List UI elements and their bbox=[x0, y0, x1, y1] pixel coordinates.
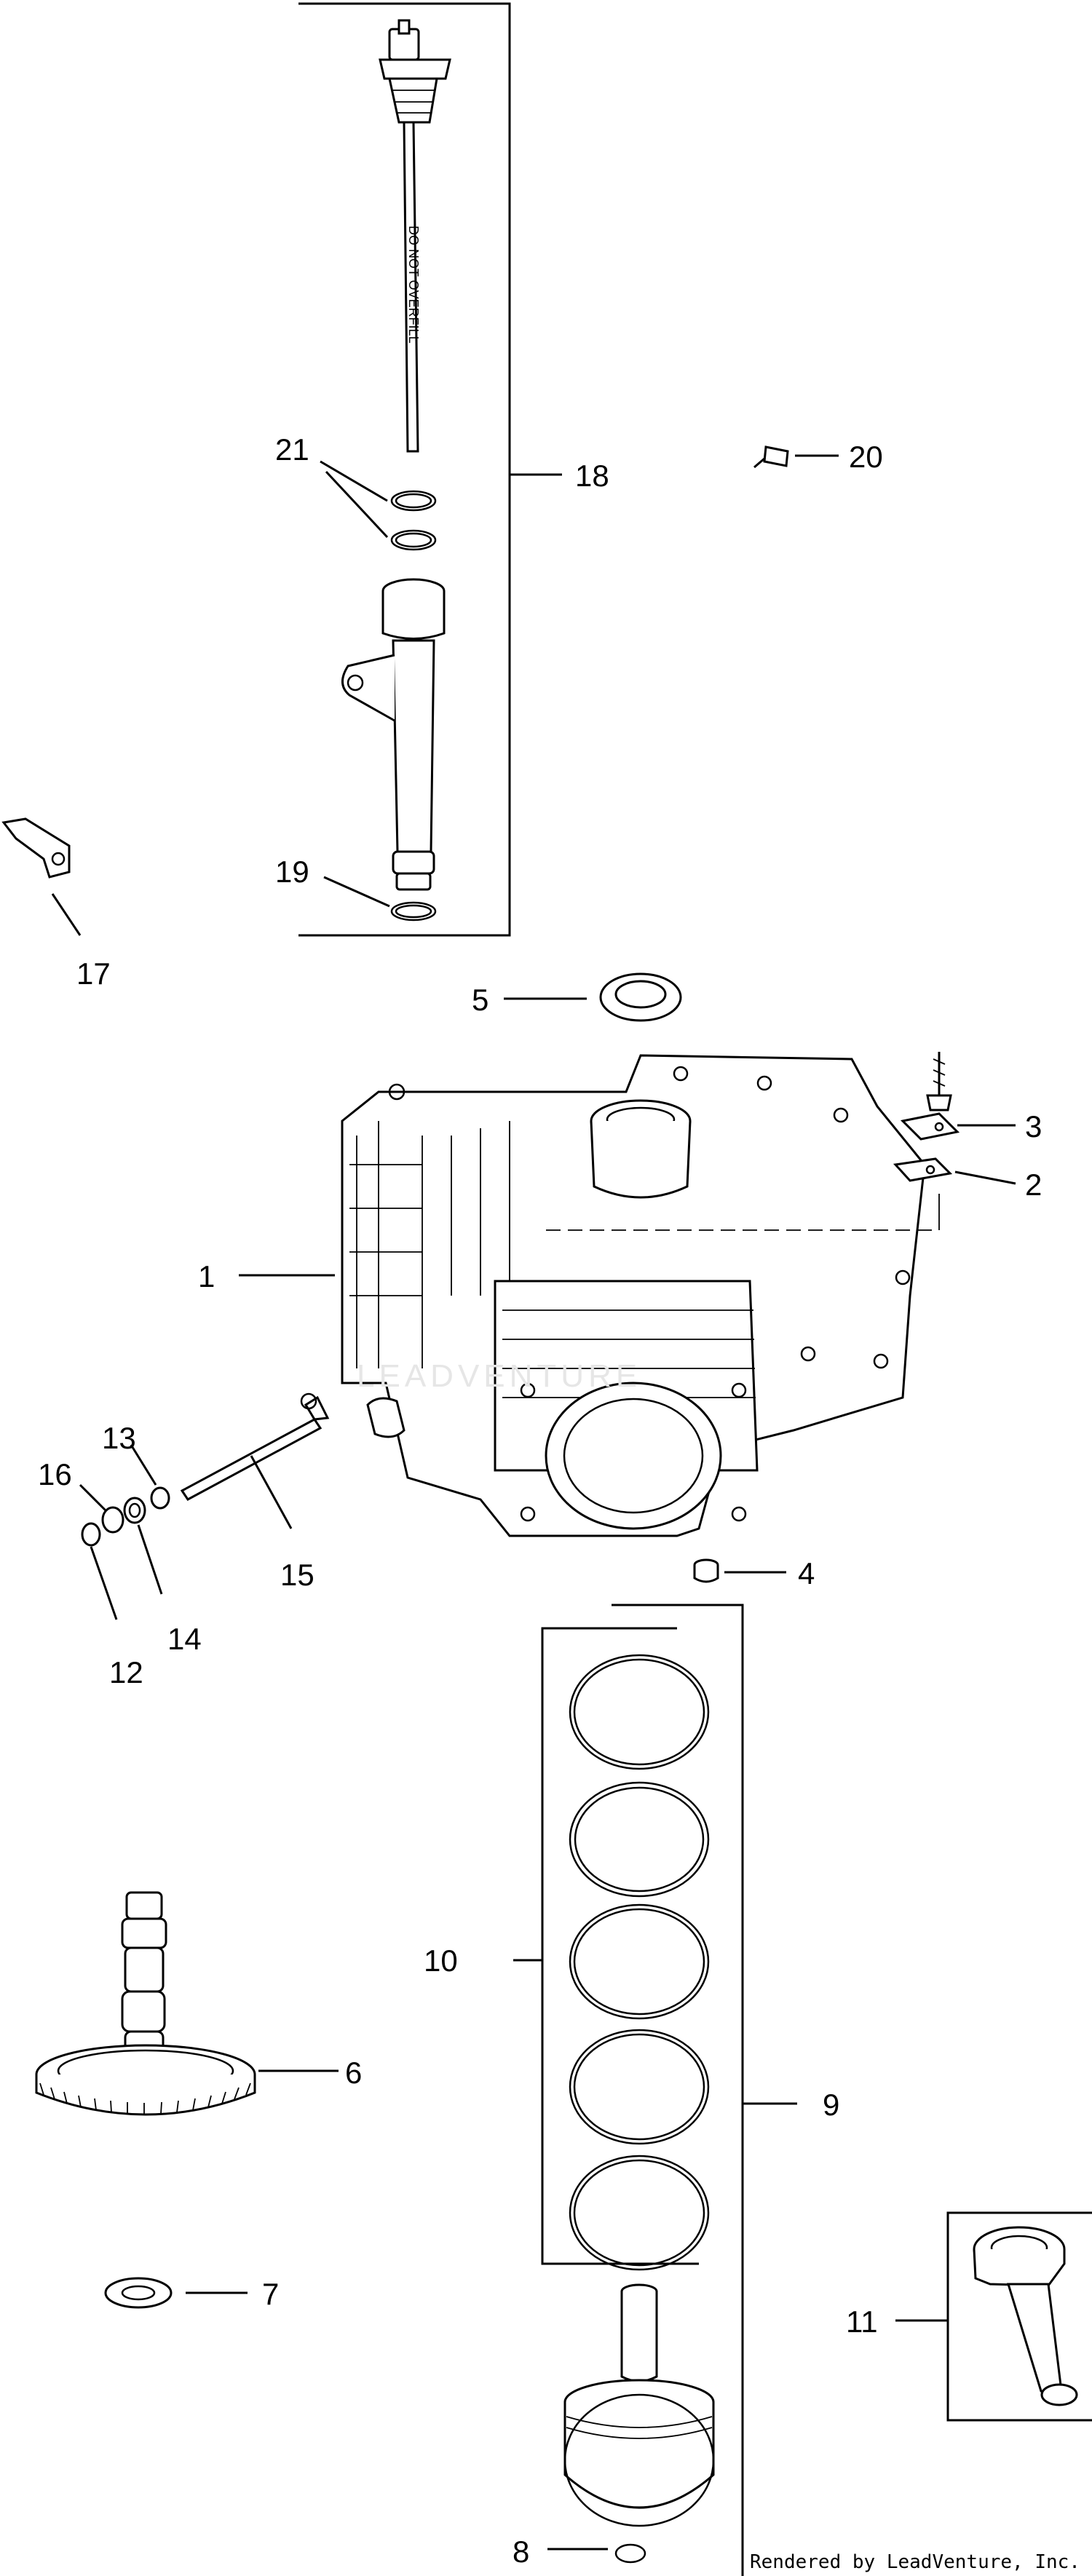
o-ring-21-top bbox=[390, 490, 437, 512]
callout-4[interactable]: 4 bbox=[798, 1556, 815, 1590]
callout-8[interactable]: 8 bbox=[513, 2535, 529, 2569]
watermark: LEADVENTURE bbox=[357, 1358, 641, 1394]
bracket-11 bbox=[946, 2211, 1092, 2422]
dipstick-blade bbox=[403, 121, 419, 453]
washer-16 bbox=[79, 1483, 124, 1534]
piston-ring-set-10 bbox=[569, 1654, 710, 2271]
o-ring-19 bbox=[390, 901, 437, 922]
callout-19[interactable]: 19 bbox=[275, 855, 309, 889]
callout-15[interactable]: 15 bbox=[280, 1558, 314, 1592]
plug-4 bbox=[693, 1558, 786, 1583]
washer-13 bbox=[130, 1444, 170, 1510]
callout-20[interactable]: 20 bbox=[849, 440, 883, 474]
connecting-rod-11 bbox=[973, 2226, 1078, 2406]
bolt-20 bbox=[753, 445, 839, 469]
callout-14[interactable]: 14 bbox=[167, 1622, 202, 1656]
governor-shaft-15 bbox=[180, 1392, 330, 1529]
footer-credit: Rendered by LeadVenture, Inc. bbox=[750, 2551, 1080, 2573]
callout-13[interactable]: 13 bbox=[102, 1421, 136, 1455]
wrist-pin bbox=[620, 2283, 658, 2382]
crankcase-1: LEADVENTURE bbox=[341, 1054, 940, 1537]
callout-17[interactable]: 17 bbox=[76, 956, 111, 991]
bracket-18 bbox=[298, 2, 511, 937]
plate-2 bbox=[893, 1157, 953, 1182]
callout-11[interactable]: 11 bbox=[846, 2304, 878, 2339]
callout-5[interactable]: 5 bbox=[472, 983, 488, 1017]
callout-16[interactable]: 16 bbox=[38, 1457, 72, 1491]
seal-14 bbox=[123, 1497, 163, 1595]
callout-6[interactable]: 6 bbox=[345, 2056, 362, 2090]
shim-7 bbox=[104, 2277, 248, 2309]
plate-3 bbox=[900, 1112, 960, 1141]
oil-seal-5 bbox=[504, 972, 682, 1022]
bracket-17 bbox=[1, 817, 82, 936]
retainer-8 bbox=[547, 2543, 646, 2564]
piston bbox=[563, 2379, 715, 2527]
callout-12[interactable]: 12 bbox=[109, 1655, 143, 1689]
callout-18[interactable]: 18 bbox=[575, 459, 609, 493]
bracket-9 bbox=[612, 1604, 744, 2576]
callout-7[interactable]: 7 bbox=[262, 2277, 279, 2311]
callout-9[interactable]: 9 bbox=[823, 2088, 839, 2122]
clip-12 bbox=[81, 1522, 118, 1620]
camshaft-6 bbox=[35, 1891, 339, 2116]
dipstick-tube bbox=[341, 578, 446, 891]
o-ring-21-bottom bbox=[390, 529, 437, 551]
dipstick-cap bbox=[379, 19, 451, 124]
callout-1[interactable]: 1 bbox=[198, 1259, 215, 1293]
bolt-3 bbox=[926, 1052, 952, 1111]
callout-21[interactable]: 21 bbox=[275, 432, 309, 467]
dipstick-warning-text: DO NOT OVERFILL bbox=[406, 226, 421, 344]
callout-10[interactable]: 10 bbox=[424, 1943, 458, 1978]
callout-3[interactable]: 3 bbox=[1025, 1109, 1042, 1144]
callout-2[interactable]: 2 bbox=[1025, 1168, 1042, 1202]
